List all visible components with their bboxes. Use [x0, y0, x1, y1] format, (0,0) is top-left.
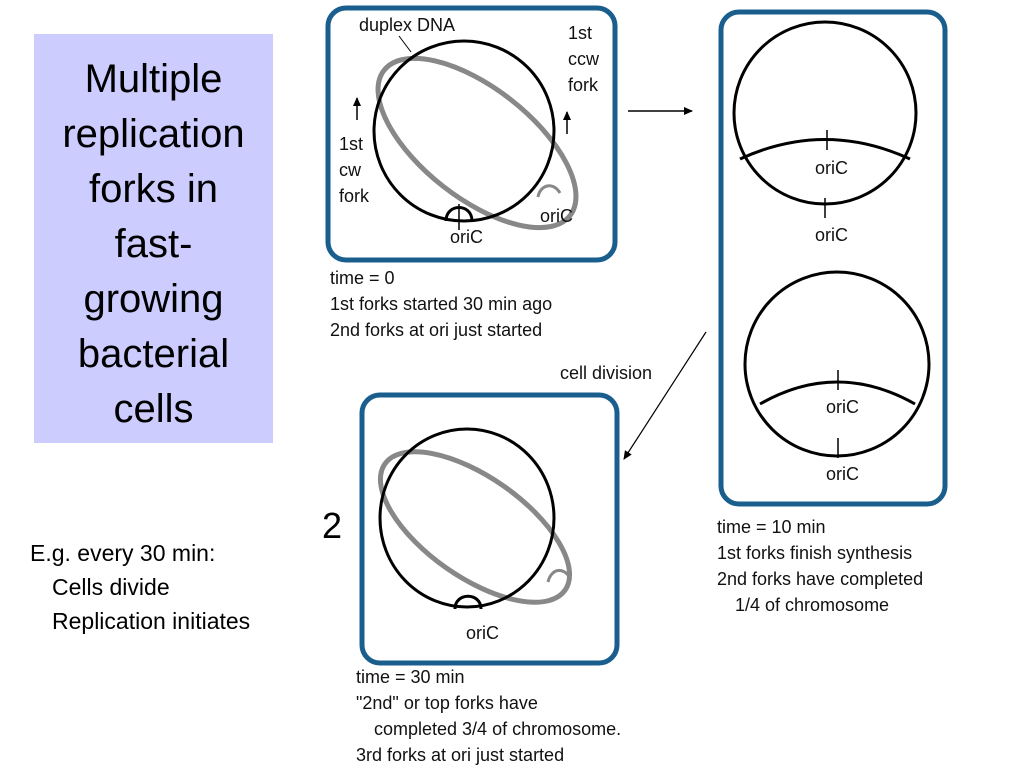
- caption-t30: time = 30 min "2nd" or top forks have co…: [356, 664, 621, 768]
- caption-line: 2nd forks at ori just started: [330, 320, 543, 340]
- ccw-fork-label: 1st: [568, 23, 592, 43]
- caption-line: 3rd forks at ori just started: [356, 745, 565, 765]
- title-box: Multiple replication forks in fast- grow…: [34, 34, 273, 443]
- title-line: cells: [113, 387, 194, 431]
- cw-fork-label: fork: [339, 186, 370, 206]
- example-line: Cells divide: [52, 574, 170, 600]
- title-line: growing: [83, 277, 224, 321]
- oric-label: oriC: [815, 158, 848, 178]
- generation-number: 2: [322, 505, 343, 546]
- caption-line: time = 30 min: [356, 667, 465, 687]
- oric-label: oriC: [826, 464, 859, 484]
- panel-t30-frame: [359, 392, 620, 666]
- example-text: E.g. every 30 min: Cells divide Replicat…: [30, 536, 250, 638]
- ccw-fork-label: ccw: [568, 49, 600, 69]
- caption-line: 1/4 of chromosome: [735, 595, 890, 615]
- oric-label: oriC: [450, 227, 483, 247]
- caption-line: "2nd" or top forks have: [356, 693, 538, 713]
- title-line: replication: [62, 112, 245, 156]
- caption-line: time = 10 min: [717, 517, 826, 537]
- title-line: bacterial: [77, 332, 230, 376]
- title-line: forks in: [89, 167, 218, 211]
- oric-label: oriC: [540, 206, 573, 226]
- title-line: Multiple: [84, 57, 223, 101]
- cw-fork-label: cw: [339, 160, 362, 180]
- panel-t0-oric-inner-bubble: [536, 184, 562, 198]
- caption-line: 2nd forks have completed: [717, 569, 924, 589]
- panel-t30-new-strand-loop: [377, 449, 573, 605]
- example-line: E.g. every 30 min:: [30, 540, 216, 566]
- panel-t30-oric-bubble: [453, 594, 483, 610]
- caption-t0: time = 0 1st forks started 30 min ago 2n…: [330, 265, 552, 343]
- oric-label: oriC: [466, 623, 499, 643]
- cell-division-arrow: [623, 331, 707, 460]
- oric-label: oriC: [815, 225, 848, 245]
- ccw-fork-label: fork: [568, 75, 599, 95]
- panel-t0-frame: [325, 5, 618, 263]
- oric-label: oriC: [826, 397, 859, 417]
- caption-line: time = 0: [330, 268, 395, 288]
- panel-t10-frame: [718, 9, 948, 507]
- panel-t30-inner-bubble: [546, 569, 572, 583]
- slide-title: Multiple replication forks in fast- grow…: [34, 52, 273, 437]
- cell-division-label: cell division: [560, 363, 652, 383]
- caption-line: 1st forks finish synthesis: [717, 543, 913, 563]
- panel-t30-chromosome-circle: [378, 427, 556, 609]
- caption-line: completed 3/4 of chromosome.: [374, 719, 622, 739]
- title-line: fast-: [114, 222, 193, 266]
- duplex-pointer-line: [398, 35, 412, 53]
- cw-fork-label: 1st: [339, 134, 363, 154]
- caption-t10: time = 10 min 1st forks finish synthesis…: [717, 514, 923, 618]
- panel-t0-chromosome-circle: [372, 39, 556, 223]
- duplex-dna-label: duplex DNA: [359, 15, 455, 35]
- example-line: Replication initiates: [52, 608, 251, 634]
- panel-t10-top-arc: [739, 138, 911, 161]
- panel-t10-bottom-chromosome: [743, 270, 931, 458]
- caption-line: 1st forks started 30 min ago: [330, 294, 553, 314]
- panel-t0-new-strand-loop: [375, 55, 579, 231]
